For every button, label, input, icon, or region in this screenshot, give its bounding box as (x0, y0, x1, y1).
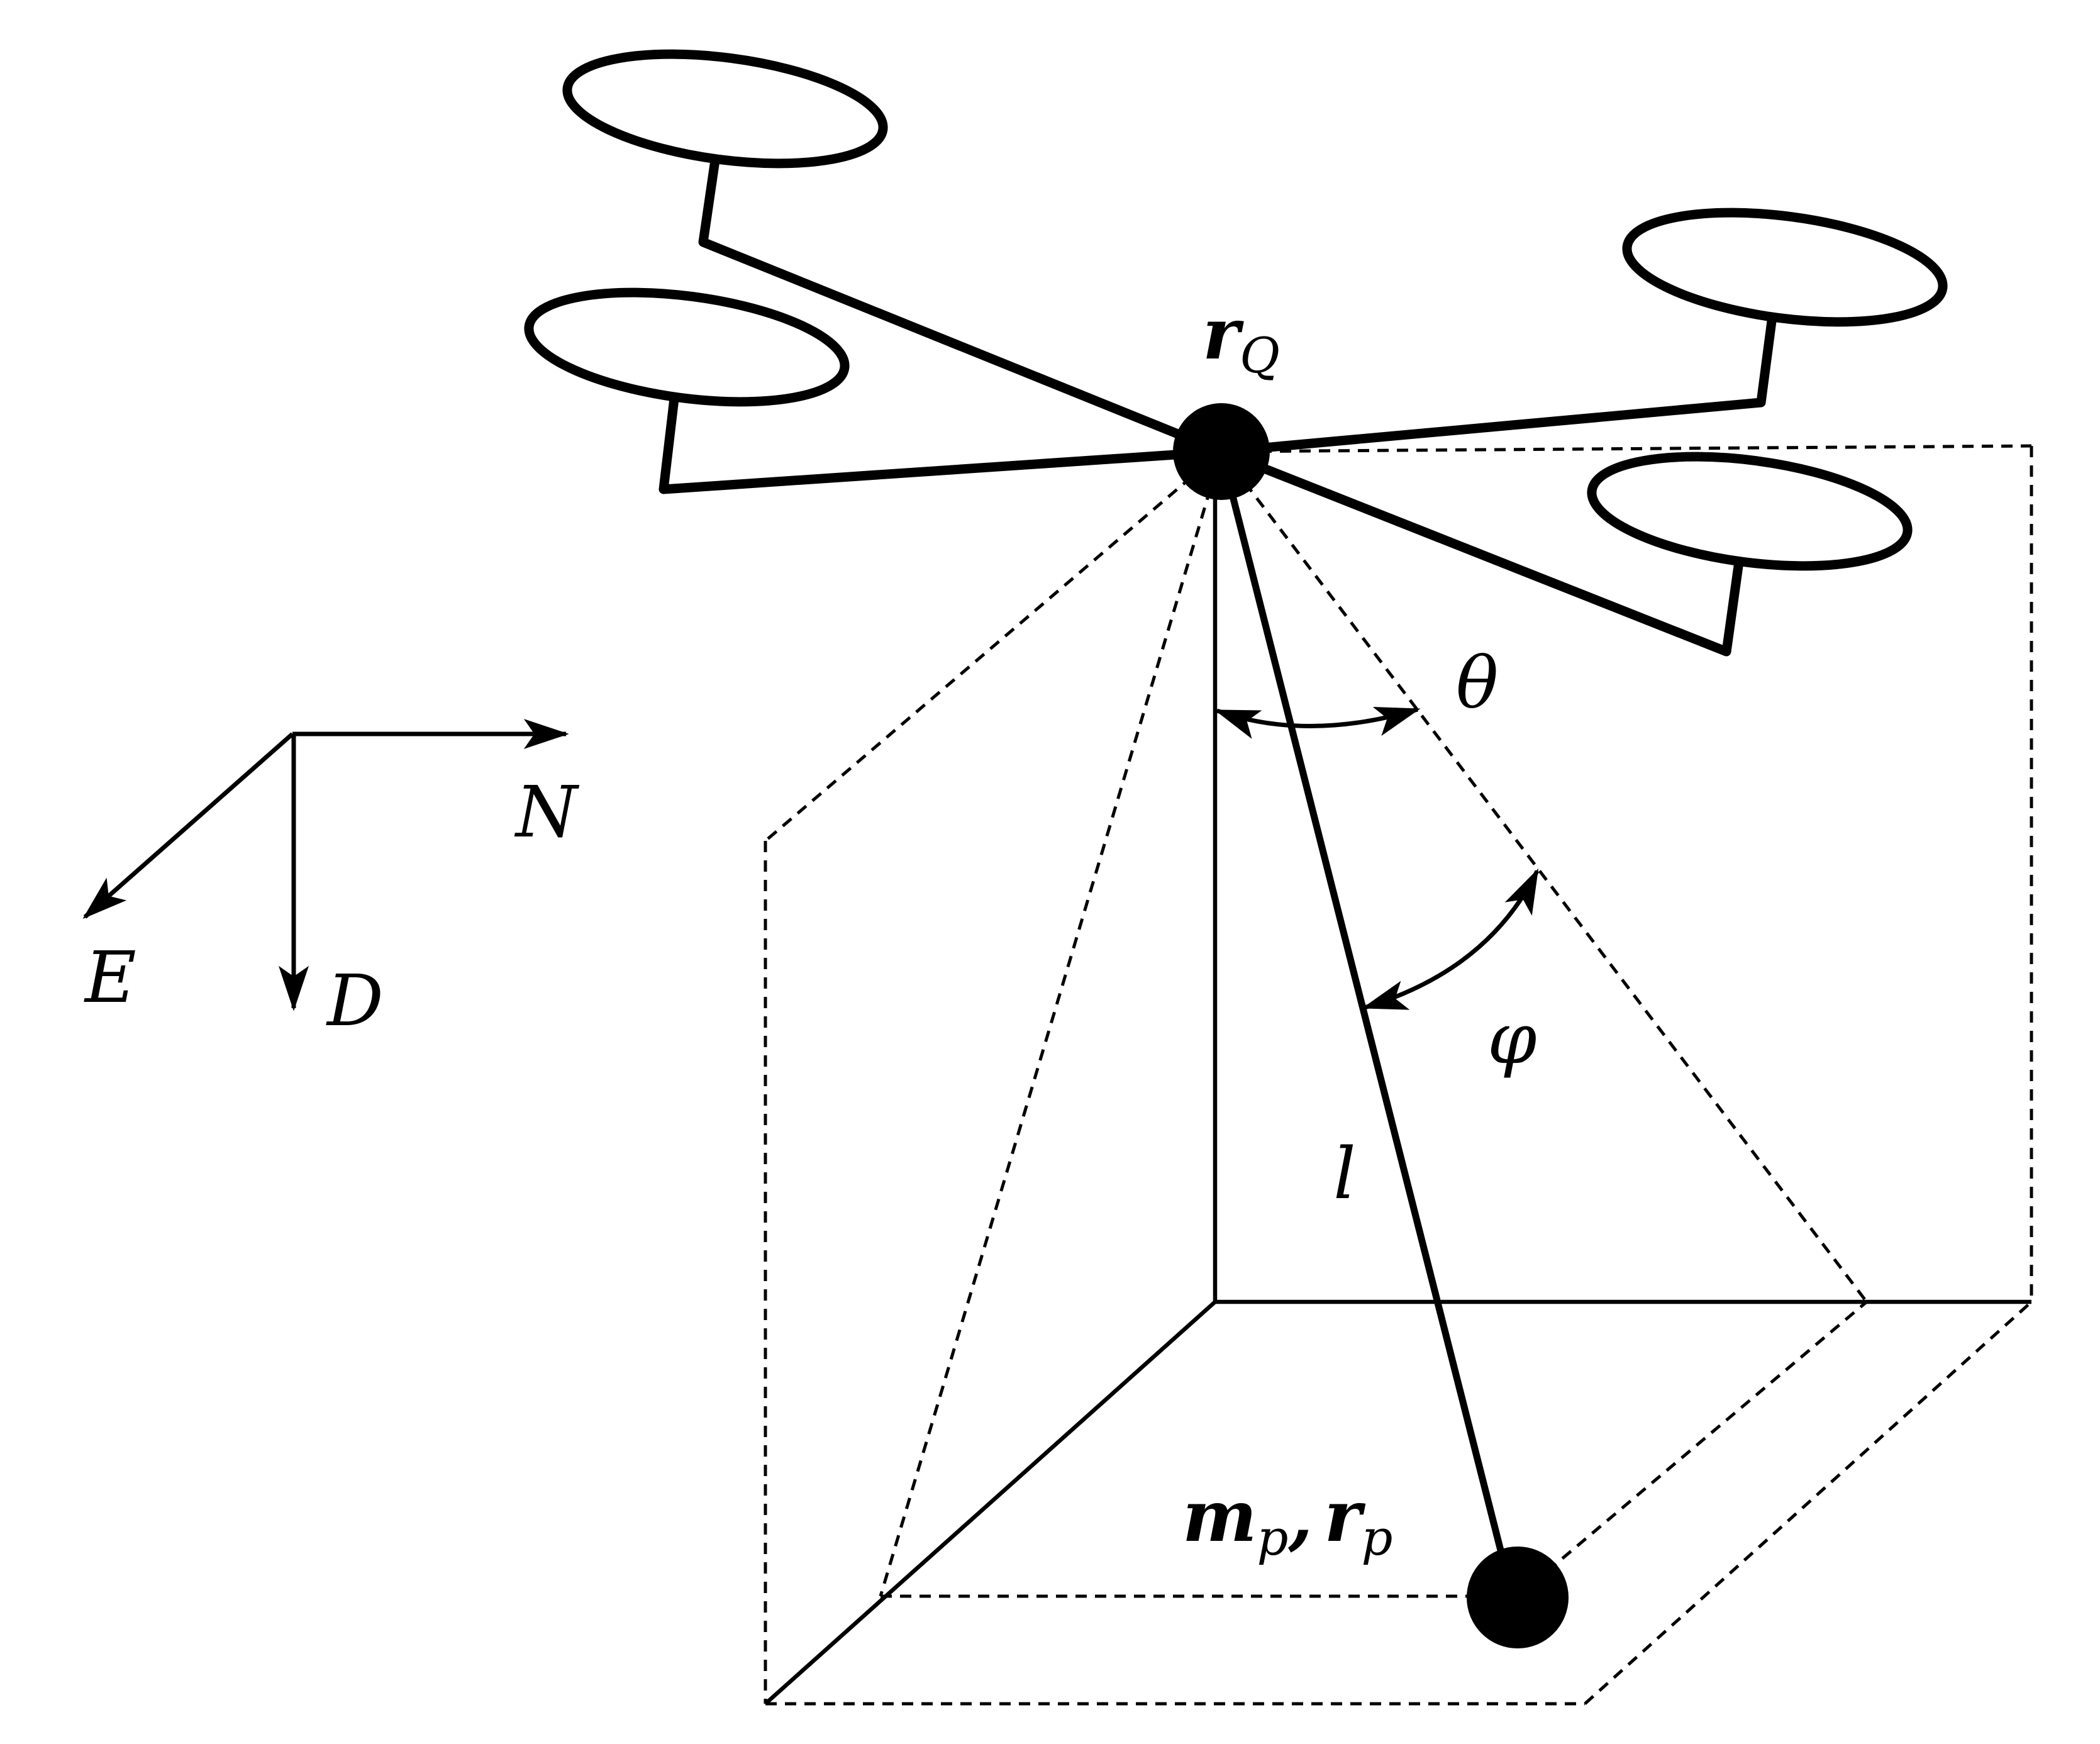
theta-angle-arc (1214, 707, 1421, 739)
cable-line (1218, 448, 1513, 1589)
dashed-left-upper-edge (764, 450, 1223, 842)
dashed-right-upper-edge (1221, 444, 2032, 453)
quad-position-label: rQ (1203, 293, 1280, 384)
payload-label: mp,rp (1182, 1475, 1392, 1567)
down-label: D (326, 960, 384, 1042)
quadrotor-hub (1173, 403, 1270, 500)
arm-back-left (658, 398, 1222, 494)
east-label: E (84, 937, 136, 1019)
arm-front-left (698, 155, 1223, 456)
cable-length-label: l (1333, 1133, 1356, 1215)
rotor-back-right (1622, 208, 1948, 327)
rotor-front-left (562, 49, 888, 169)
reference-axes (764, 478, 2031, 1706)
east-floor-line (764, 1300, 1217, 1706)
arm-back-right (1221, 316, 1777, 457)
payload-mass (1467, 1547, 1569, 1648)
theta-label: θ (1456, 643, 1498, 725)
arm-front-right (1219, 447, 1744, 657)
ned-coordinate-frame (82, 719, 569, 1011)
rotor-back-left (524, 287, 850, 407)
east-axis-arrow (82, 732, 294, 919)
dashed-right-diagonal (1220, 450, 1868, 1303)
phi-label: φ (1487, 998, 1536, 1080)
dashed-floor-right-edge (1584, 1301, 2033, 1705)
quadrotor (524, 49, 1948, 657)
dashed-construction-lines (764, 444, 2033, 1706)
phi-angle-arc (1362, 868, 1540, 1010)
dashed-left-diagonal (879, 451, 1223, 1597)
dashed-payload-projection-right (1516, 1301, 1868, 1597)
north-label: N (514, 772, 580, 853)
rotor-front-right (1587, 452, 1913, 571)
